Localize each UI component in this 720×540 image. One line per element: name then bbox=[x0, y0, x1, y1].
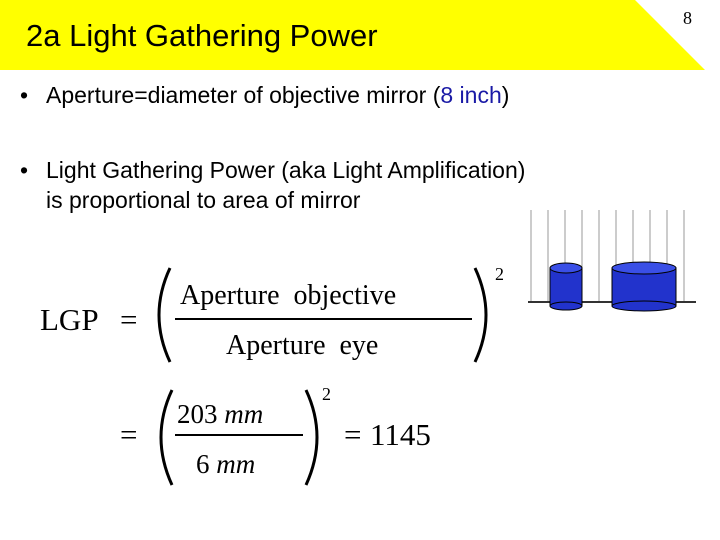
exponent: 2 bbox=[322, 385, 331, 404]
right-parenthesis bbox=[304, 389, 319, 486]
right-parenthesis bbox=[473, 267, 488, 363]
denominator-unit: mm bbox=[216, 449, 255, 479]
small-cylinder-body bbox=[549, 267, 583, 307]
lgp-calculation: = 203 mm 6 mm 2 = 1145 bbox=[120, 385, 431, 486]
bullet-marker: • bbox=[20, 82, 29, 108]
aperture-size-highlight: 8 inch bbox=[440, 82, 502, 108]
fraction-denominator: Aperture eye bbox=[226, 330, 378, 361]
result-equals-sign: = bbox=[344, 417, 361, 452]
numerator: 203 mm bbox=[177, 399, 263, 429]
bullet-text-prefix: Aperture=diameter of objective mirror ( bbox=[46, 82, 441, 108]
bullet-line-2: is proportional to area of mirror bbox=[46, 187, 361, 213]
title-banner-shape bbox=[0, 0, 705, 70]
bullet-text-suffix: ) bbox=[501, 82, 510, 108]
slide-title: 2a Light Gathering Power bbox=[26, 18, 378, 53]
small-mirror-cylinder bbox=[549, 262, 583, 311]
small-cylinder-bottom bbox=[549, 301, 583, 311]
numerator-value: 203 bbox=[177, 399, 218, 429]
slide-number: 8 bbox=[683, 8, 692, 28]
equals-sign: = bbox=[120, 417, 137, 452]
bullet-text: Light Gathering Power (aka Light Amplifi… bbox=[46, 155, 525, 215]
exponent: 2 bbox=[495, 264, 504, 284]
left-parenthesis bbox=[159, 389, 174, 486]
lgp-formula: LGP = Aperture objective Aperture eye 2 bbox=[40, 264, 504, 363]
mirror-illustration bbox=[528, 210, 696, 312]
numerator-unit: mm bbox=[224, 399, 263, 429]
result-value: 1145 bbox=[370, 417, 431, 452]
lgp-symbol: LGP bbox=[40, 302, 99, 337]
equals-sign: = bbox=[120, 302, 137, 337]
bullet-line-1: Light Gathering Power (aka Light Amplifi… bbox=[46, 157, 526, 183]
denominator: 6 mm bbox=[196, 449, 255, 479]
title-banner bbox=[0, 0, 705, 70]
bullet-text: Aperture=diameter of objective mirror (8… bbox=[46, 80, 509, 110]
large-cylinder-top bbox=[611, 261, 677, 275]
denominator-value: 6 bbox=[196, 449, 210, 479]
large-mirror-cylinder bbox=[611, 261, 677, 312]
left-parenthesis bbox=[157, 267, 172, 363]
fraction-numerator: Aperture objective bbox=[180, 280, 396, 311]
large-cylinder-bottom bbox=[611, 300, 677, 312]
small-cylinder-top bbox=[549, 262, 583, 274]
bullet-marker: • bbox=[20, 157, 29, 183]
